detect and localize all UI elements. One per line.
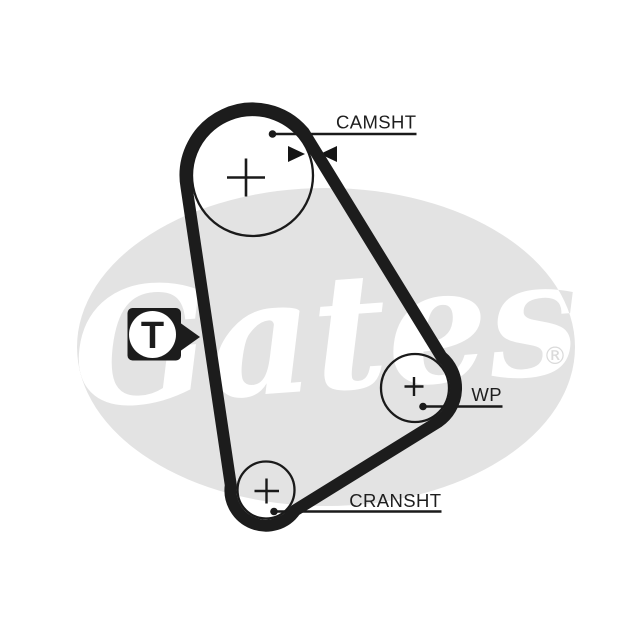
camshaft-label: CAMSHT [336,112,417,133]
water-pump-plus-mark [404,377,424,396]
tensioner-letter: T [141,315,164,357]
timing-mark-arrows [288,146,337,162]
registered-trademark-symbol: ® [543,342,567,370]
timing-belt [179,102,463,532]
water-pump-leader [419,402,503,411]
timing-arrow-right-icon [288,146,305,162]
timing-arrow-left-icon [320,146,337,162]
crankshaft-label: CRANSHT [349,490,441,511]
tensioner-circle [129,311,176,358]
water-pump-label: WP [471,384,502,405]
tensioner-pointer-icon [179,322,200,352]
water-pump-pulley [379,352,451,424]
crankshaft-plus-mark [254,478,279,504]
tensioner-icon: T [127,308,200,361]
camshaft-pulley [190,113,315,238]
camshaft-plus-mark [227,158,265,197]
camshaft-leader [268,130,417,138]
crankshaft-pulley [236,460,296,520]
